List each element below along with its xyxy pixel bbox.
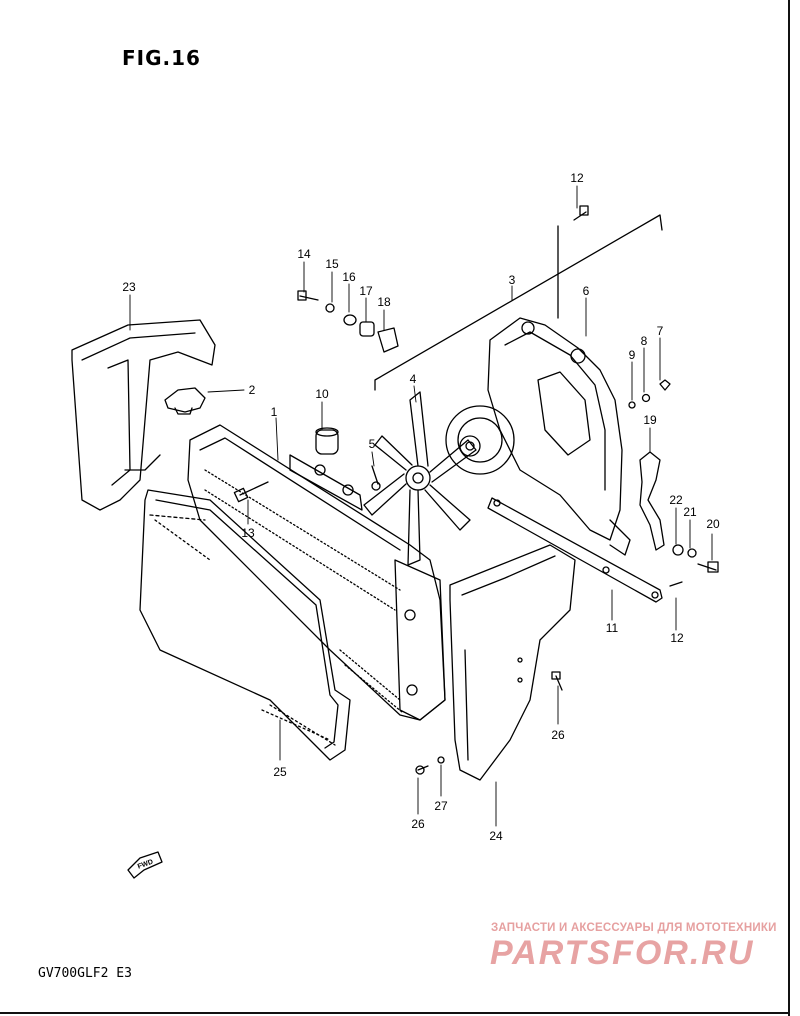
callout-23: 23 xyxy=(122,280,136,294)
radiator xyxy=(187,424,446,721)
callout-13: 13 xyxy=(241,526,255,540)
callout-9: 9 xyxy=(629,348,636,362)
cooling-fan xyxy=(363,391,477,566)
callout-6: 6 xyxy=(583,284,590,298)
callout-3: 3 xyxy=(509,273,516,287)
callout-10: 10 xyxy=(315,387,329,401)
callout-20: 20 xyxy=(706,517,720,531)
bushing xyxy=(315,427,339,455)
callout-24: 24 xyxy=(489,829,503,843)
callout-19: 19 xyxy=(643,413,657,427)
page-border-bottom xyxy=(0,1012,790,1014)
callout-16: 16 xyxy=(342,270,356,284)
callout-2: 2 xyxy=(249,383,256,397)
callout-26a: 26 xyxy=(551,728,565,742)
fan-stay xyxy=(487,497,663,603)
small-hardware xyxy=(297,205,719,587)
callout-25: 25 xyxy=(273,765,287,779)
callout-27: 27 xyxy=(434,799,448,813)
page-border-right xyxy=(788,0,790,1016)
bracket-19 xyxy=(639,451,665,551)
callout-4: 4 xyxy=(410,372,417,386)
watermark-subtitle: ЗАПЧАСТИ И АКСЕССУАРЫ ДЛЯ МОТОТЕХНИКИ xyxy=(491,922,777,934)
screws-26 xyxy=(415,671,563,775)
figure-title: FIG.16 xyxy=(122,46,201,70)
callout-7: 7 xyxy=(657,324,664,338)
bolt-13 xyxy=(233,481,269,503)
assembly-bracket-3 xyxy=(374,214,663,391)
model-code: GV700GLF2 E3 xyxy=(38,966,132,981)
fan-shroud xyxy=(487,317,631,556)
callout-15: 15 xyxy=(325,257,339,271)
callout-18: 18 xyxy=(377,295,391,309)
fan-motor xyxy=(445,405,515,475)
callout-12a: 12 xyxy=(570,171,584,185)
callout-17: 17 xyxy=(359,284,373,298)
callout-22: 22 xyxy=(669,493,683,507)
callout-14: 14 xyxy=(297,247,311,261)
callout-1: 1 xyxy=(271,405,278,419)
callout-12b: 12 xyxy=(670,631,684,645)
screw-5 xyxy=(371,465,381,491)
fwd-arrow-icon xyxy=(127,851,163,879)
callout-5: 5 xyxy=(369,437,376,451)
callout-21: 21 xyxy=(683,505,697,519)
radiator-side-cover xyxy=(71,319,216,511)
lower-cover xyxy=(449,544,576,781)
watermark-logo: PARTSFOR.RU xyxy=(490,934,755,972)
callout-26b: 26 xyxy=(411,817,425,831)
callout-labels: 1 2 3 4 5 6 7 8 9 10 11 12 12 13 14 15 1… xyxy=(122,171,720,843)
callout-11: 11 xyxy=(606,621,619,635)
radiator-cap xyxy=(164,387,206,415)
leader-lines xyxy=(129,185,713,827)
callout-8: 8 xyxy=(641,334,648,348)
radiator-screen xyxy=(139,489,351,761)
